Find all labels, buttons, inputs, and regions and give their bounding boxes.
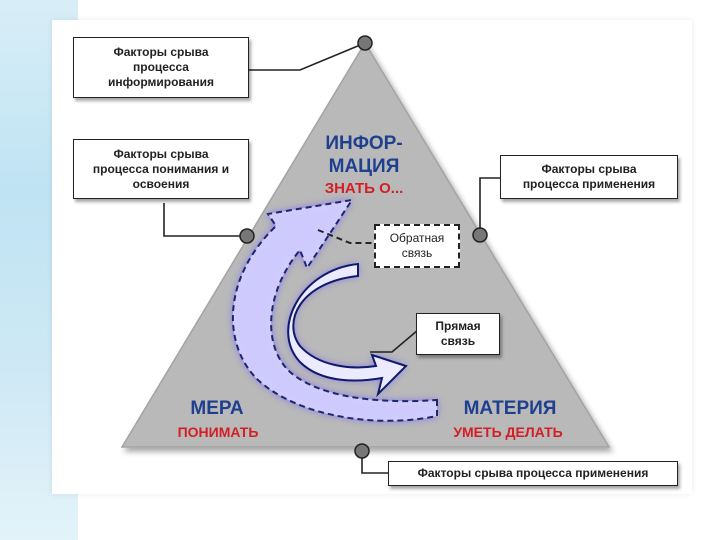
callout-application-bottom: Факторы срыва процесса применения [388, 461, 678, 486]
vertex-left-title: МЕРА [190, 398, 244, 419]
callout-information: Факторы срыва процесса информирования [73, 37, 249, 98]
direct-arrow [287, 262, 408, 398]
connector-application-right [479, 177, 500, 235]
vertex-top-title: ИНФОР- МАЦИЯ [325, 133, 403, 177]
callout-understanding-text: Факторы срыва процесса понимания и освое… [92, 146, 230, 191]
connector-information [249, 42, 366, 71]
callout-application-right-text: Факторы срыва процесса применения [522, 162, 656, 191]
vertex-left-subtitle: ПОНИМАТЬ [177, 424, 259, 440]
triangle [120, 41, 611, 448]
callout-understanding: Факторы срыва процесса понимания и освое… [73, 139, 249, 199]
node-right [472, 227, 488, 243]
node-top [357, 35, 373, 51]
callout-application-right: Факторы срыва процесса применения [500, 155, 678, 199]
direct-pointer [370, 329, 419, 353]
direct-label: Прямая связь [435, 319, 481, 348]
vertex-right-subtitle: УМЕТЬ ДЕЛАТЬ [453, 424, 563, 440]
vertex-right-title: МАТЕРИЯ [463, 398, 557, 419]
direct-label-box: Прямая связь [416, 313, 500, 355]
vertex-top-subtitle: ЗНАТЬ О... [324, 180, 404, 197]
feedback-label: Обратная связь [389, 231, 445, 260]
node-left [239, 228, 255, 244]
feedback-arrow [231, 198, 438, 422]
node-bottom [354, 443, 370, 459]
callout-information-text: Факторы срыва процесса информирования [108, 45, 214, 89]
callout-application-bottom-text: Факторы срыва процесса применения [417, 466, 649, 480]
connector-understanding [163, 203, 248, 237]
feedback-pointer [317, 229, 374, 244]
feedback-label-box: Обратная связь [374, 224, 460, 268]
